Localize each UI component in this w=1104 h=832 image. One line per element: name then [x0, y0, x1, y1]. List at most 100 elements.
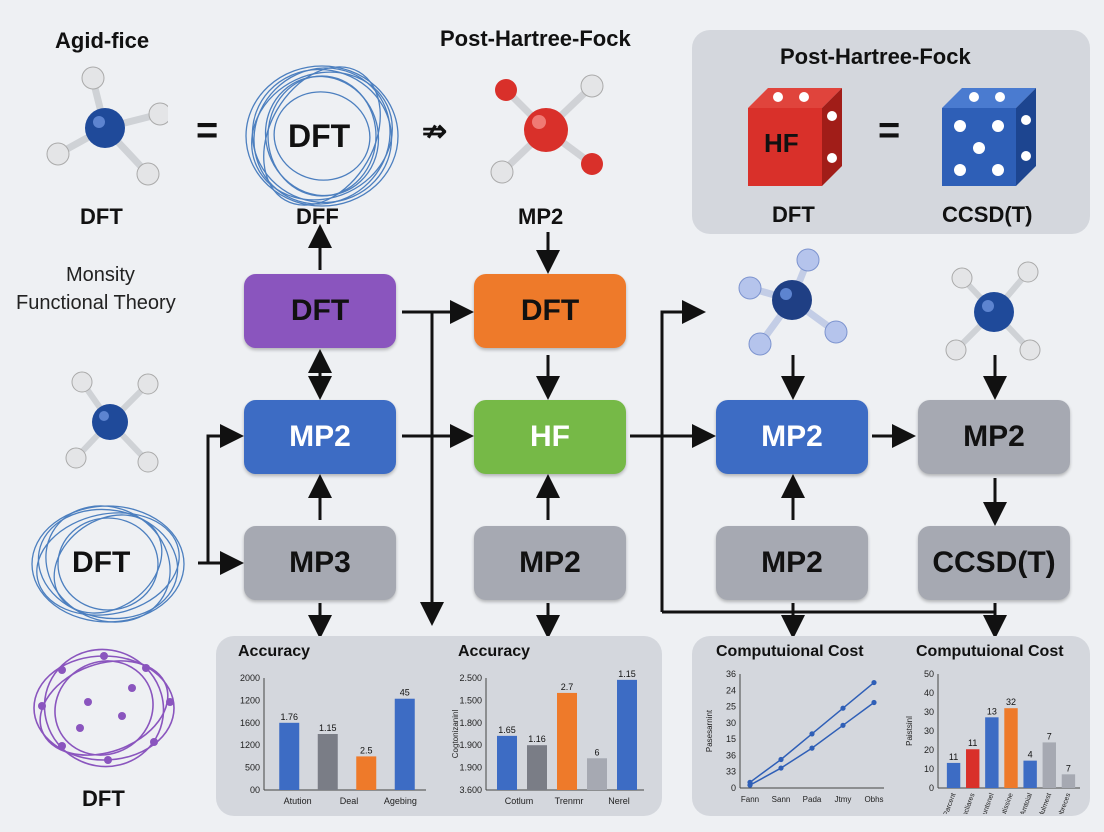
light-molecule-icon: [738, 248, 848, 356]
bar-data-label: 6: [594, 747, 599, 757]
bar-data-label: 1.65: [498, 725, 516, 735]
bar-data-label: 4: [1028, 750, 1033, 760]
mp2-box-col2[interactable]: MP2: [474, 526, 626, 600]
mp2-box-col4[interactable]: MP2: [918, 400, 1070, 474]
bar-data-label: 45: [400, 688, 410, 698]
arrow-up-to-molecule: [660, 300, 706, 612]
x-tick-label: Sauntsnel: [979, 792, 996, 814]
x-tick-label: Amtoial: [1019, 792, 1034, 814]
bar: [527, 745, 547, 790]
y-tick-label: 1.800: [459, 718, 482, 728]
y-tick-label: 36: [726, 669, 736, 679]
x-tick-label: Atution: [284, 796, 312, 806]
mp3-box[interactable]: MP3: [244, 526, 396, 600]
dft-box-purple[interactable]: DFT: [244, 274, 396, 348]
molecule-small-icon: [65, 371, 159, 473]
panel-equals-sign: =: [878, 110, 901, 152]
red-die-icon: [748, 88, 842, 186]
ccsdt-box[interactable]: CCSD(T): [918, 526, 1070, 600]
y-tick-label: 33: [726, 767, 736, 777]
dft-left-label: DFT: [80, 204, 123, 229]
series-point: [840, 705, 846, 711]
y-axis-label: Pasesarnint: [705, 709, 714, 752]
y-tick-label: 15: [726, 734, 736, 744]
series-point: [747, 782, 753, 788]
y-tick-label: 30: [924, 707, 934, 717]
monsity-label-line1: Monsity: [66, 264, 135, 286]
hf-box-green[interactable]: HF: [474, 400, 626, 474]
bar: [985, 717, 999, 788]
dff-label: DFF: [296, 204, 339, 229]
y-tick-label: 36: [726, 750, 736, 760]
molecule-right-icon: [945, 261, 1041, 361]
x-tick-label: Fann: [741, 795, 759, 804]
chart-title: Computuional Cost: [716, 643, 864, 660]
dft-bottom-label: DFT: [82, 786, 125, 811]
y-axis-label: Paistsinl: [905, 716, 914, 746]
panel-dft-caption: DFT: [772, 202, 815, 227]
x-tick-label: Parcent: [943, 792, 958, 814]
not-implies-sign: ⇏: [422, 115, 448, 148]
y-tick-label: 1.900: [459, 763, 482, 773]
mp2-box-col1[interactable]: MP2: [244, 400, 396, 474]
chart-title: Accuracy: [238, 643, 310, 660]
chart-title: Computuional Cost: [916, 643, 1064, 660]
y-tick-label: 1.900: [459, 740, 482, 750]
monsity-label-line2: Functional Theory: [16, 292, 176, 314]
blue-die-icon: [942, 88, 1036, 186]
bar: [394, 698, 415, 790]
bar: [317, 734, 338, 790]
y-tick-label: 1.500: [459, 695, 482, 705]
bar-data-label: 7: [1066, 763, 1071, 773]
y-axis-label: Cogtonizaninl: [451, 710, 460, 759]
bar-data-label: 1.15: [618, 669, 636, 679]
y-tick-label: 30: [924, 726, 934, 736]
x-tick-label: Pada: [803, 795, 822, 804]
bar: [617, 679, 637, 790]
x-tick-label: Deal: [340, 796, 359, 806]
series-point: [778, 765, 784, 771]
mp2-box-col3[interactable]: MP2: [716, 400, 868, 474]
bar-data-label: 7: [1047, 731, 1052, 741]
bar-data-label: 11: [968, 738, 977, 748]
x-tick-label: Adulmest: [1037, 792, 1054, 814]
equals-sign: =: [196, 110, 219, 152]
bar-data-label: 13: [987, 706, 997, 716]
bar: [557, 692, 577, 790]
dft-box-orange[interactable]: DFT: [474, 274, 626, 348]
bar: [966, 749, 980, 788]
y-tick-label: 0: [731, 783, 736, 793]
mp2-box-col3-bottom[interactable]: MP2: [716, 526, 868, 600]
series-point: [871, 679, 877, 686]
x-tick-label: Sann: [772, 795, 791, 804]
bar-data-label: 2.7: [561, 682, 574, 692]
bar: [1023, 760, 1037, 788]
x-tick-label: Cnbreces: [1055, 792, 1072, 814]
x-tick-label: Agebing: [384, 796, 417, 806]
y-tick-label: 500: [245, 763, 260, 773]
y-tick-label: 2.500: [459, 673, 482, 683]
arrow-left-mp2: [198, 424, 244, 565]
series-point: [809, 731, 815, 737]
cost-bar-chart: Computuional CostPaistsinl50403030201001…: [905, 643, 1080, 814]
purple-network-icon: [33, 648, 175, 768]
y-tick-label: 1200: [240, 740, 260, 750]
bar-data-label: 2.5: [360, 745, 373, 755]
x-tick-label: Nerel: [608, 796, 630, 806]
dft-cloud-left-label: DFT: [72, 546, 131, 579]
chart-title: Accuracy: [458, 643, 530, 660]
series-line: [749, 701, 875, 786]
y-tick-label: 20: [924, 745, 934, 755]
series-point: [809, 745, 815, 751]
y-tick-label: 00: [250, 785, 260, 795]
bar-data-label: 32: [1006, 697, 1016, 707]
series-point: [871, 699, 877, 706]
bar: [356, 756, 377, 790]
x-tick-label: Sincliares: [960, 792, 977, 814]
x-tick-label: Trenmr: [555, 796, 584, 806]
y-tick-label: 0: [929, 783, 934, 793]
x-tick-label: Cotlum: [505, 796, 534, 806]
y-tick-label: 40: [924, 688, 934, 698]
